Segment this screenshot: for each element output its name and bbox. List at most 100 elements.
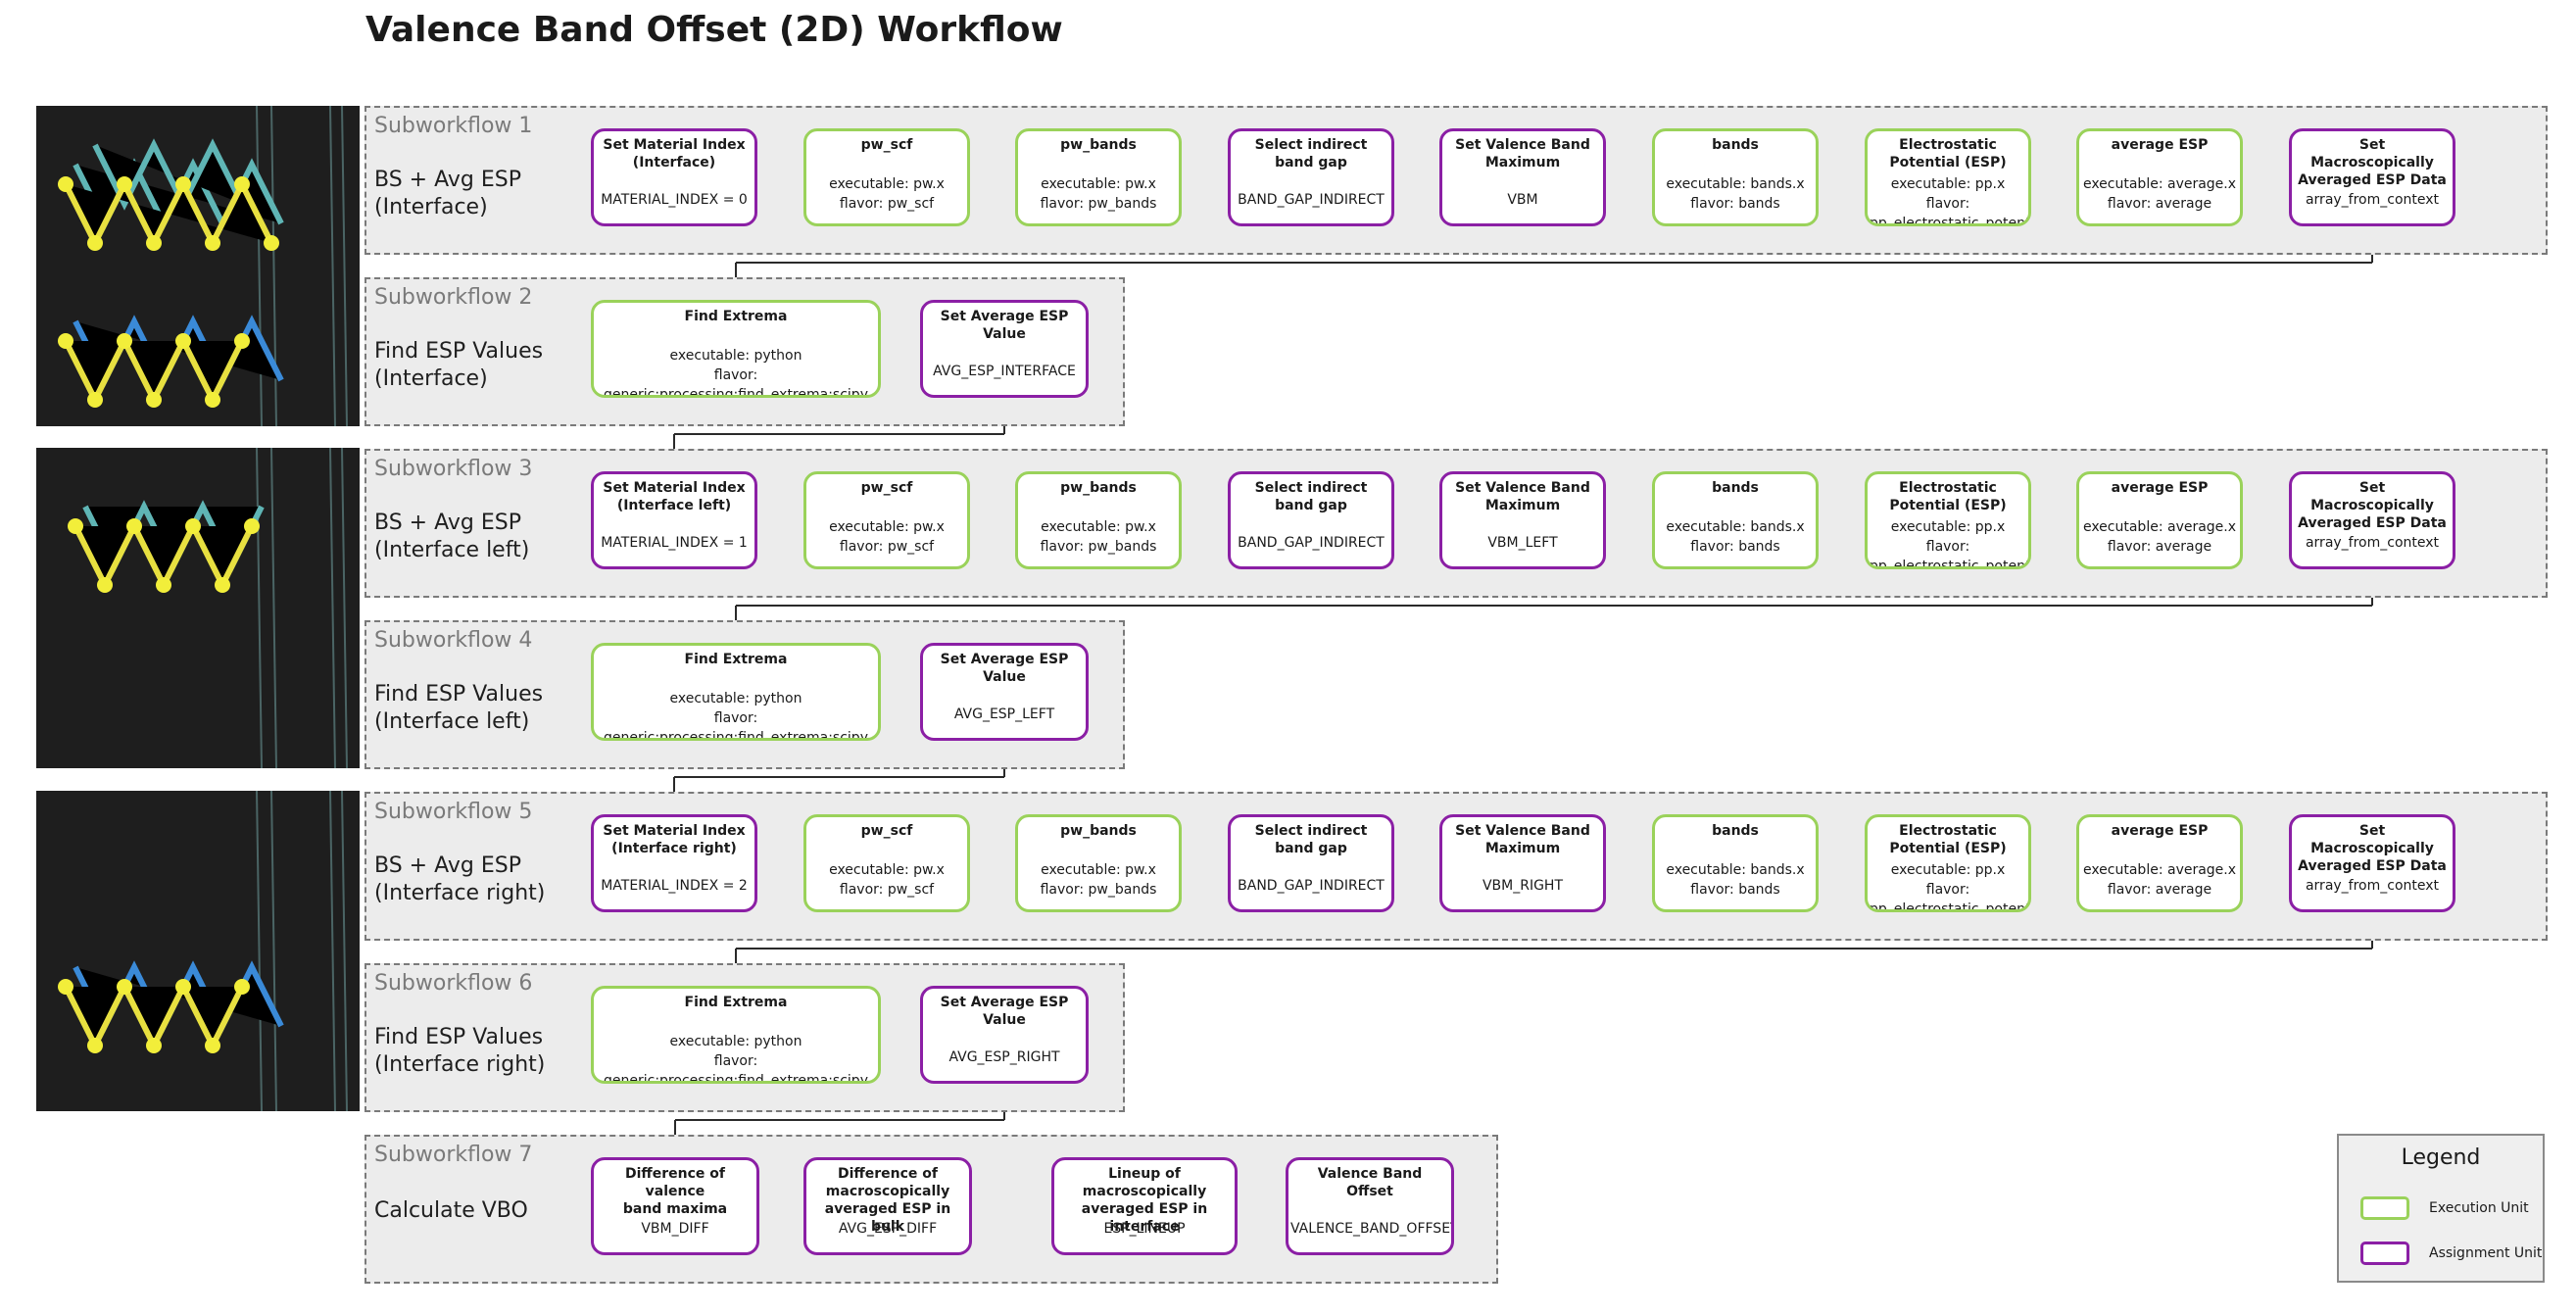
unit-title: Set Average ESP Value (940, 995, 1069, 1028)
unit-title: Electrostatic Potential (ESP) (1889, 480, 2007, 513)
unit-title: average ESP (2111, 137, 2209, 153)
unit-detail: VBM_DIFF (641, 1221, 709, 1237)
unit-detail: VBM (1507, 192, 1538, 208)
unit-title: pw_scf (860, 137, 913, 153)
page-title: Valence Band Offset (2D) Workflow (365, 10, 1063, 50)
unit-title: Select indirect band gap (1254, 480, 1368, 513)
subworkflow-description: Calculate VBO (374, 1198, 528, 1223)
unit-detail: executable: pw.x flavor: pw_scf (829, 862, 945, 898)
unit-detail: AVG_ESP_RIGHT (948, 1049, 1060, 1065)
unit-title: bands (1712, 823, 1759, 839)
execution-unit[interactable]: pw_scf executable: pw.x flavor: pw_scf (803, 814, 970, 912)
subworkflow-label: Subworkflow 1 (374, 114, 533, 138)
unit-detail: executable: bands.x flavor: bands (1666, 862, 1805, 898)
assignment-unit[interactable]: Set Material Index (Interface right) MATE… (591, 814, 757, 912)
unit-detail: executable: pw.x flavor: pw_bands (1040, 519, 1157, 555)
unit-detail: BAND_GAP_INDIRECT (1238, 192, 1385, 208)
unit-detail: AVG_ESP_INTERFACE (933, 364, 1076, 379)
unit-title: Set Average ESP Value (940, 652, 1069, 685)
unit-detail: executable: average.x flavor: average (2082, 862, 2237, 898)
unit-detail: VBM_RIGHT (1482, 878, 1564, 894)
assignment-unit[interactable]: Lineup of macroscopically averaged ESP i… (1051, 1157, 1238, 1255)
subworkflow-label: Subworkflow 2 (374, 285, 533, 310)
unit-title: pw_scf (860, 480, 913, 496)
unit-title: Difference of macroscopically averaged E… (824, 1166, 951, 1235)
unit-title: Find Extrema (684, 652, 788, 667)
unit-title: Set Macroscopically Averaged ESP Data (2298, 480, 2447, 531)
unit-title: average ESP (2111, 480, 2209, 496)
subworkflow-label: Subworkflow 3 (374, 457, 533, 481)
unit-detail: executable: average.x flavor: average (2082, 176, 2237, 212)
execution-unit[interactable]: pw_scf executable: pw.x flavor: pw_scf (803, 128, 970, 226)
assignment-unit[interactable]: Set Material Index (Interface)MATERIAL_I… (591, 128, 757, 226)
subworkflow-label: Subworkflow 4 (374, 628, 533, 653)
unit-title: pw_bands (1060, 823, 1137, 839)
unit-detail: AVG_ESP_LEFT (953, 706, 1055, 722)
legend-execution-label: Execution Unit (2429, 1200, 2529, 1216)
unit-detail: MATERIAL_INDEX = 0 (601, 192, 748, 208)
unit-detail: executable: pp.x flavor: pp_electrostati… (1870, 862, 2031, 912)
unit-detail: executable: python flavor: generic:proce… (604, 348, 868, 398)
execution-unit[interactable]: Electrostatic Potential (ESP) executable:… (1865, 814, 2031, 912)
unit-detail: array_from_context (2305, 192, 2440, 208)
unit-title: Set Material Index (Interface right) (603, 823, 746, 856)
unit-title: pw_scf (860, 823, 913, 839)
execution-unit[interactable]: pw_bands executable: pw.x flavor: pw_band… (1015, 471, 1182, 569)
unit-detail: MATERIAL_INDEX = 2 (601, 878, 748, 894)
unit-title: pw_bands (1060, 480, 1137, 496)
unit-detail: array_from_context (2305, 878, 2440, 894)
unit-detail: executable: bands.x flavor: bands (1666, 519, 1805, 555)
unit-title: Electrostatic Potential (ESP) (1889, 823, 2007, 856)
execution-unit[interactable]: bands executable: bands.x flavor: bands (1652, 814, 1819, 912)
assignment-unit[interactable]: Set Material Index (Interface left)MATER… (591, 471, 757, 569)
unit-detail: VBM_LEFT (1487, 535, 1558, 551)
unit-detail: MATERIAL_INDEX = 1 (601, 535, 748, 551)
execution-unit[interactable]: average ESP executable: average.x flavor:… (2076, 814, 2243, 912)
execution-unit[interactable]: Electrostatic Potential (ESP)executable:… (1865, 128, 2031, 226)
unit-title: average ESP (2111, 823, 2209, 839)
unit-title: Lineup of macroscopically averaged ESP i… (1081, 1166, 1208, 1235)
unit-title: Difference of valence band maxima (622, 1166, 728, 1217)
execution-unit[interactable]: Electrostatic Potential (ESP)executable:… (1865, 471, 2031, 569)
assignment-unit[interactable]: Difference of macroscopically averaged E… (803, 1157, 972, 1255)
subworkflow-description: BS + Avg ESP (Interface) (374, 168, 521, 219)
legend-assignment-swatch (2360, 1242, 2409, 1265)
structure-image-right (36, 791, 360, 1111)
unit-title: Set Average ESP Value (940, 309, 1069, 342)
subworkflow-label: Subworkflow 7 (374, 1143, 533, 1167)
structure-image-interface (36, 106, 360, 426)
structure-image-left (36, 448, 360, 768)
legend-assignment-label: Assignment Unit (2429, 1245, 2543, 1261)
unit-title: bands (1712, 137, 1759, 153)
legend: Legend Execution Unit Assignment Unit (2337, 1134, 2545, 1283)
execution-unit[interactable]: average ESP executable: average.x flavor:… (2076, 128, 2243, 226)
unit-title: Electrostatic Potential (ESP) (1889, 137, 2007, 170)
unit-detail: executable: pw.x flavor: pw_scf (829, 176, 945, 212)
subworkflow-description: Find ESP Values (Interface left) (374, 682, 544, 734)
unit-title: Find Extrema (684, 995, 788, 1010)
